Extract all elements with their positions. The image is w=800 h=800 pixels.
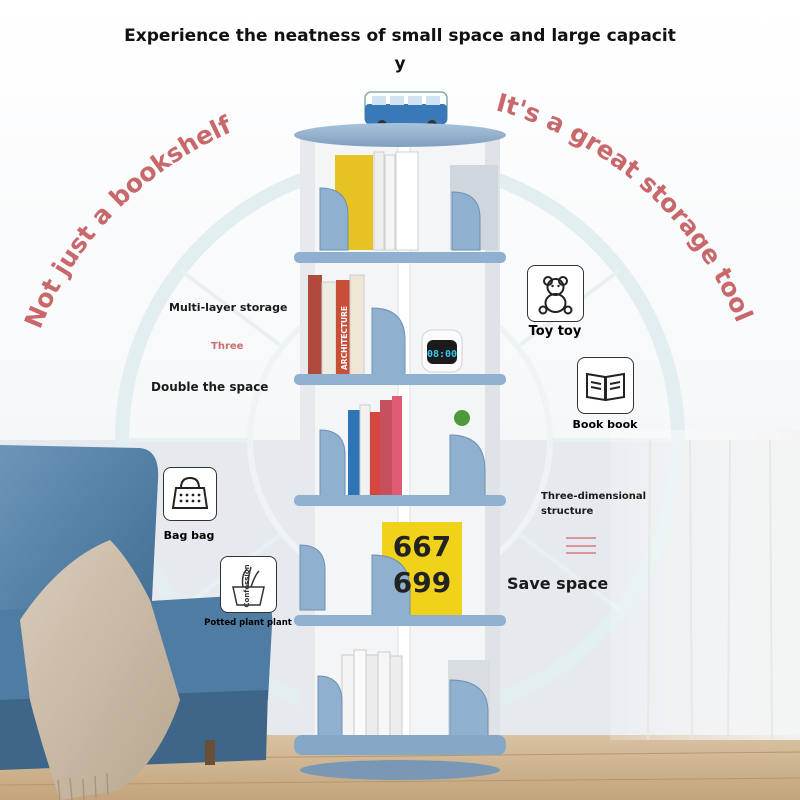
- handbag-icon: [163, 467, 217, 521]
- shelf-boards: [294, 123, 506, 780]
- headline-line-2: y: [394, 54, 406, 74]
- curtain: [610, 430, 800, 740]
- plant-label: Potted plant plant: [204, 618, 292, 628]
- knitted-throw: [20, 540, 180, 800]
- toy-label: Toy toy: [528, 324, 582, 339]
- teddy-bear-icon: [527, 265, 584, 322]
- feature-three-dimensional: Three-dimensional structure: [541, 491, 647, 517]
- feature-save-space: Save space: [507, 574, 609, 593]
- bag-label: Bag bag: [163, 529, 215, 542]
- cover-big-number-top: 667: [393, 530, 451, 563]
- accent-lines: [566, 537, 596, 554]
- headline-line-1: Experience the neatness of small space a…: [124, 26, 676, 46]
- book-label: Book book: [572, 418, 638, 431]
- book-spine-text: ARCHITECTURE: [340, 306, 349, 370]
- cover-big-number-bottom: 699: [393, 566, 451, 599]
- open-book-icon: [577, 357, 634, 414]
- potted-plant-icon: Confession: [220, 556, 277, 613]
- clock-display: 08:00: [427, 349, 457, 360]
- feature-three: Three: [211, 341, 244, 352]
- feature-double-space: Double the space: [151, 380, 269, 394]
- rotating-bookshelf: [294, 91, 506, 780]
- plant-sketch-text: Confession: [243, 564, 251, 607]
- page-headline: Experience the neatness of small space a…: [0, 22, 800, 78]
- feature-multi-layer: Multi-layer storage: [169, 301, 288, 314]
